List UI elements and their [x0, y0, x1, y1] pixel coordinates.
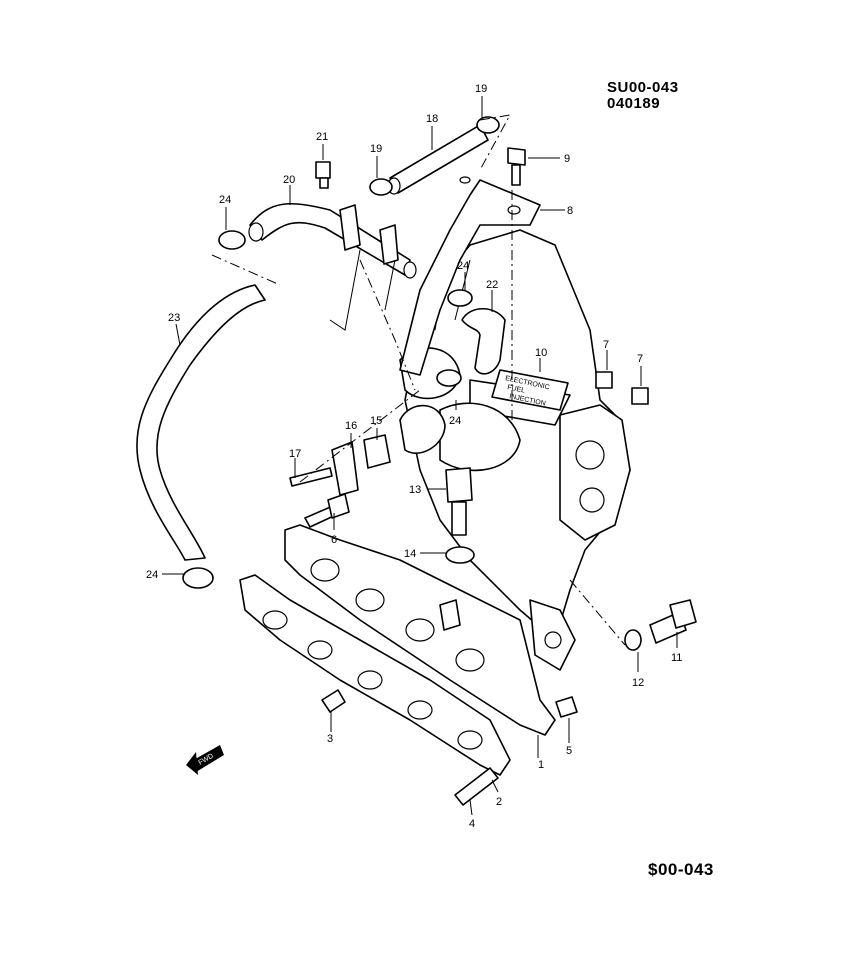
callout-15: 15 — [370, 415, 382, 427]
hose-18 — [387, 124, 489, 195]
callout-4: 4 — [469, 818, 475, 830]
callout-23: 23 — [168, 312, 180, 324]
fasteners — [289, 147, 697, 806]
callout-22: 22 — [486, 279, 498, 291]
callout-24b: 24 — [457, 260, 469, 272]
exhaust-side-runners — [284, 524, 556, 736]
callout-19a: 19 — [475, 83, 487, 95]
callout-16: 16 — [345, 420, 357, 432]
callout-18: 18 — [426, 113, 438, 125]
callout-24d: 24 — [146, 569, 158, 581]
diagram-code: SU00-043 — [607, 79, 679, 96]
callout-21: 21 — [316, 131, 328, 143]
callout-12: 12 — [632, 677, 644, 689]
callout-3: 3 — [327, 733, 333, 745]
water-pipe — [248, 202, 417, 331]
forward-arrow-icon: FWD — [186, 745, 224, 775]
diagram-date: 040189 — [607, 95, 661, 112]
leader-lines — [162, 96, 678, 816]
callout-24c: 24 — [449, 415, 461, 427]
callout-14: 14 — [404, 548, 416, 560]
callout-2: 2 — [496, 796, 502, 808]
callout-numbers: 1 2 3 4 5 6 7 7 8 9 10 11 12 13 14 15 16… — [146, 83, 682, 830]
label-plate-line2: FUEL — [507, 384, 526, 395]
callout-5: 5 — [566, 745, 572, 757]
callout-17: 17 — [289, 448, 301, 460]
hose-22 — [461, 307, 506, 375]
bracket — [399, 176, 541, 376]
callout-19b: 19 — [370, 143, 382, 155]
callout-10: 10 — [535, 347, 547, 359]
callout-20: 20 — [283, 174, 295, 186]
callout-8: 8 — [567, 205, 573, 217]
hose-clamps — [182, 116, 500, 589]
callout-13: 13 — [409, 484, 421, 496]
callout-7a: 7 — [603, 339, 609, 351]
callout-24a: 24 — [219, 194, 231, 206]
hose-23 — [136, 284, 266, 561]
footer-code: $00-043 — [648, 860, 714, 879]
callout-1: 1 — [538, 759, 544, 771]
callout-6: 6 — [331, 534, 337, 546]
intake-manifold — [399, 229, 631, 671]
gasket — [239, 574, 511, 776]
callout-11: 11 — [671, 652, 682, 664]
callout-7b: 7 — [637, 353, 643, 365]
callout-9: 9 — [564, 153, 570, 165]
connection-lines — [211, 114, 626, 646]
